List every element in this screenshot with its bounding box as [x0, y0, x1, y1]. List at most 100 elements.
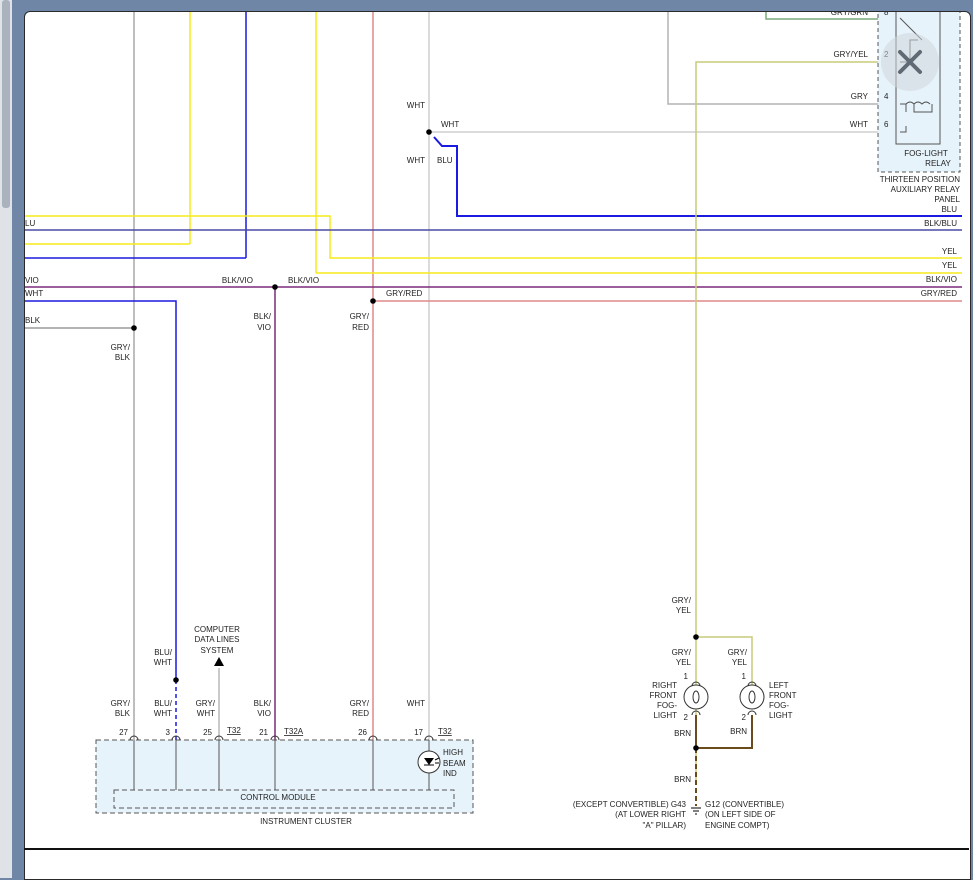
ground-right-3: ENGINE COMPT) [705, 821, 770, 830]
fog-gry-yel-left-1: GRY/ [728, 648, 748, 657]
splice-gry-yel [693, 634, 699, 640]
cluster-label-gry-wht-2: WHT [197, 709, 215, 718]
cluster-pin-21: 21 [259, 728, 268, 737]
cluster-pin-3: 3 [166, 728, 171, 737]
cluster-label-gry-blk-2: BLK [115, 709, 131, 718]
fog-brn-right: BRN [674, 729, 691, 738]
cluster-label-blu-wht-1: BLU/ [154, 699, 173, 708]
connector-t32-b: T32 [438, 727, 452, 736]
vertical-scrollbar[interactable] [0, 0, 12, 878]
label-wht-relay: WHT [850, 120, 868, 129]
scrollbar-thumb[interactable] [2, 0, 10, 208]
high-beam-2: BEAM [443, 759, 466, 768]
label-lu-left: LU [25, 219, 35, 228]
relay-name-2: RELAY [925, 159, 951, 168]
splice-blu-wht [173, 677, 179, 683]
control-module-box [113, 789, 455, 809]
cluster-label-gry-red-1: GRY/ [350, 699, 370, 708]
right-fog-name-1: RIGHT [652, 681, 677, 690]
label-gry-relay: GRY [851, 92, 869, 101]
label-blk-vio-v2: VIO [257, 323, 271, 332]
panel-name-1: THIRTEEN POSITION [880, 175, 961, 184]
left-fog-light-icon [739, 681, 765, 716]
connector-t32a: T32A [284, 727, 304, 736]
fog-pin-top-left: 1 [742, 672, 747, 681]
splice-gry-red [370, 298, 376, 304]
left-fog-name-4: LIGHT [769, 711, 793, 720]
label-gry-blk-2: BLK [115, 353, 131, 362]
label-blk-blu: BLK/BLU [924, 219, 957, 228]
ground-right-1: G12 (CONVERTIBLE) [705, 800, 784, 809]
label-blu-splice: BLU [437, 156, 453, 165]
cluster-label-gry-wht-1: GRY/ [196, 699, 216, 708]
high-beam-indicator-icon [417, 750, 441, 774]
right-fog-name-2: FRONT [649, 691, 677, 700]
label-yel-2: YEL [942, 261, 958, 270]
fog-pin-bot-left: 2 [742, 713, 747, 722]
instrument-cluster-box [95, 739, 474, 814]
splice-wht [426, 129, 432, 135]
panel-name-3: PANEL [934, 195, 960, 204]
label-blu-right: BLU [941, 205, 957, 214]
cluster-label-blk-vio-1: BLK/ [254, 699, 272, 708]
label-gry-red-v1: GRY/ [350, 312, 370, 321]
label-gry-red-v2: RED [352, 323, 369, 332]
wire-gry-grn [765, 12, 878, 20]
splice-brn [693, 745, 699, 751]
ground-left-2: (AT LOWER RIGHT [615, 810, 686, 819]
label-gry-grn: GRY/GRN [831, 8, 868, 17]
cluster-label-blu-wht-2: WHT [154, 709, 172, 718]
label-blk-vio-left: BLK/VIO [222, 276, 253, 285]
high-beam-1: HIGH [443, 748, 463, 757]
pin-4: 4 [884, 92, 889, 101]
computer-data-2: DATA LINES [194, 635, 239, 644]
panel-name-2: AUXILIARY RELAY [891, 185, 961, 194]
pin-6: 6 [884, 120, 889, 129]
wire-brn [695, 715, 753, 749]
label-blk-left: BLK [25, 316, 41, 325]
label-blk-vio-right: BLK/VIO [926, 275, 957, 284]
close-x-icon [898, 50, 922, 74]
label-wht-right: WHT [441, 120, 459, 129]
label-wht-left-bus: WHT [25, 289, 43, 298]
wire-gry-yel [695, 61, 878, 785]
fog-pin-bot-right: 2 [684, 713, 689, 722]
wire-yel-upper [25, 215, 962, 259]
fog-gry-yel-upper-1: GRY/ [672, 596, 692, 605]
instrument-cluster-label: INSTRUMENT CLUSTER [260, 817, 352, 826]
diagram-sheet [24, 11, 971, 880]
right-fog-name-3: FOG- [657, 701, 677, 710]
label-gry-red-right: GRY/RED [921, 289, 958, 298]
cluster-label-gry-red-2: RED [352, 709, 369, 718]
right-fog-light-icon [683, 681, 709, 716]
cluster-pin-26: 26 [358, 728, 367, 737]
wire-gry-yel-left-fog [696, 636, 753, 686]
wire-blu-wht [25, 300, 177, 680]
label-blu-wht-v1: BLU/ [154, 648, 173, 657]
label-blk-vio-v1: BLK/ [254, 312, 272, 321]
pin-8: 8 [884, 8, 889, 17]
label-gry-red-mid: GRY/RED [386, 289, 423, 298]
splice-gry-blk [131, 325, 137, 331]
relay-name-1: FOG-LIGHT [904, 149, 948, 158]
label-blk-vio-splice: BLK/VIO [288, 276, 319, 285]
cluster-internal-wires [133, 740, 430, 790]
label-wht-left: WHT [407, 156, 425, 165]
close-button[interactable] [881, 33, 939, 91]
fog-brn-left: BRN [730, 727, 747, 736]
ground-symbol-icon [691, 807, 701, 815]
cluster-label-wht: WHT [407, 699, 425, 708]
right-fog-name-4: LIGHT [653, 711, 677, 720]
cluster-pin-25: 25 [203, 728, 212, 737]
left-fog-name-2: FRONT [769, 691, 797, 700]
label-vio-left: VIO [25, 276, 39, 285]
label-gry-blk-1: GRY/ [111, 343, 131, 352]
left-fog-name-1: LEFT [769, 681, 789, 690]
cluster-pin-17: 17 [414, 728, 423, 737]
high-beam-3: IND [443, 769, 457, 778]
left-fog-name-3: FOG- [769, 701, 789, 710]
control-module-label: CONTROL MODULE [240, 793, 315, 802]
fog-gry-yel-right-2: YEL [676, 658, 692, 667]
cluster-label-blk-vio-2: VIO [257, 709, 271, 718]
